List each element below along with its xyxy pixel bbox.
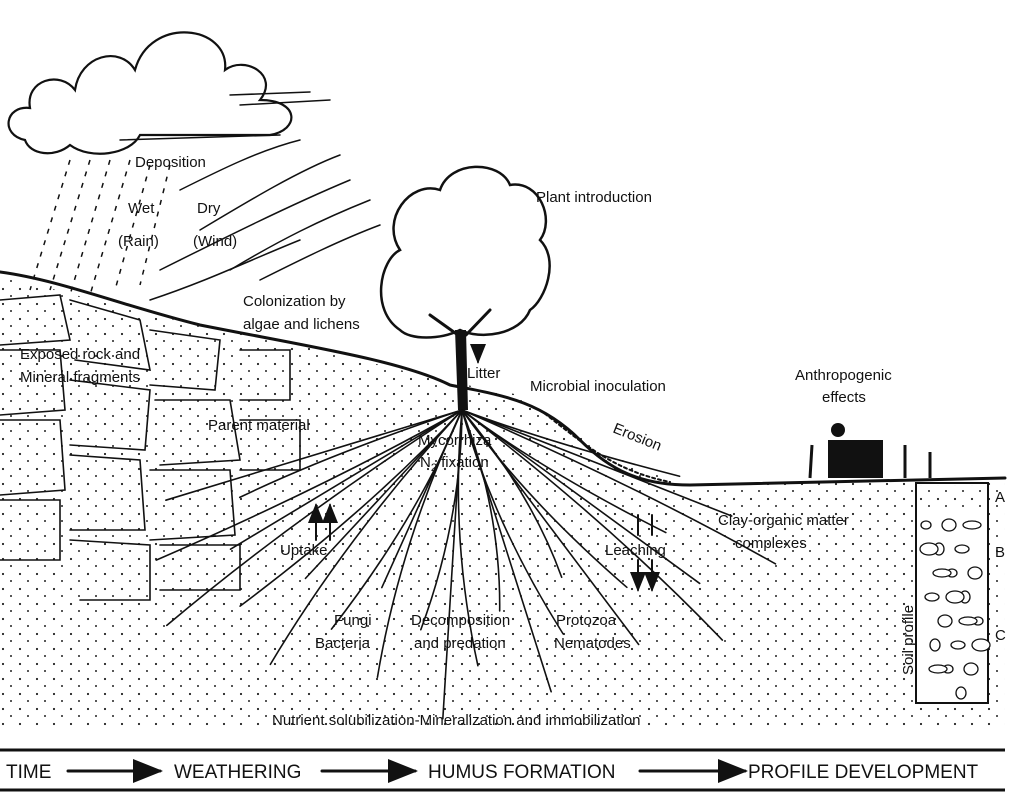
timeline-humus-formation: HUMUS FORMATION <box>428 762 616 783</box>
pebble <box>958 616 978 626</box>
label-colonization-2: algae and lichens <box>243 316 360 333</box>
label-parent-material: Parent material <box>208 417 310 434</box>
label-mycorrhiza: Mycorrhiza <box>418 432 492 449</box>
root-line <box>461 409 777 565</box>
pebble <box>920 520 932 530</box>
pebble <box>950 640 966 650</box>
label-protozoa: Protozoa <box>556 612 617 629</box>
label-nutrient: Nutrient solubilization-Mineralization a… <box>272 712 641 729</box>
pebble <box>962 520 982 530</box>
root-line <box>269 409 463 666</box>
label-wet: Wet <box>128 200 155 217</box>
label-nematodes: Nematodes <box>554 635 631 652</box>
root-line <box>461 409 552 693</box>
cloud-icon <box>7 31 293 155</box>
label-soil-profile: Soil profile <box>900 605 917 675</box>
root-line <box>461 409 563 579</box>
farmer-tractor-icon <box>808 423 932 479</box>
pebble <box>954 544 970 554</box>
root-line <box>461 409 501 612</box>
timeline-bar: TIME WEATHERING HUMUS FORMATION PROFILE … <box>0 748 1005 792</box>
label-anthropogenic-2: effects <box>822 389 866 406</box>
root-line <box>155 409 463 561</box>
label-rain: (Rain) <box>118 233 159 250</box>
rain-dashes <box>29 159 171 296</box>
label-anthropogenic-1: Anthropogenic <box>795 367 892 384</box>
pebble <box>919 542 939 556</box>
root-line <box>238 409 463 499</box>
root-line <box>461 409 701 585</box>
root-line <box>165 409 463 501</box>
root-line <box>419 409 463 631</box>
wind-lines <box>119 91 381 301</box>
rock-blocks <box>0 294 301 601</box>
root-line <box>239 409 463 607</box>
root-line <box>461 409 640 646</box>
root-line <box>165 409 463 627</box>
label-horizon-b: B <box>995 544 1005 561</box>
label-microbial-inoculation: Microbial inoculation <box>530 378 666 395</box>
leaching-arrows-icon <box>630 514 660 592</box>
uptake-arrows-icon <box>308 503 338 541</box>
label-clay-1: Clay-organic matter <box>718 512 849 529</box>
label-plant-introduction: Plant introduction <box>536 189 652 206</box>
label-fungi: Fungi <box>334 612 372 629</box>
label-wind: (Wind) <box>193 233 237 250</box>
root-line <box>330 409 463 630</box>
label-horizon-a: A <box>995 489 1005 506</box>
timeline-time: TIME <box>6 762 51 783</box>
pebble <box>932 568 952 578</box>
label-horizon-c: C <box>995 627 1006 644</box>
pebble <box>929 638 941 652</box>
root-line <box>461 409 724 641</box>
tree-icon <box>379 165 551 410</box>
soil-profile-column <box>915 482 991 704</box>
label-exposed-rock-2: Mineral fragments <box>20 369 140 386</box>
root-line <box>229 409 463 550</box>
label-decomposition-1: Decomposition <box>411 612 510 629</box>
ground-surface <box>0 270 1007 487</box>
pebble <box>928 664 948 674</box>
label-uptake: Uptake <box>280 542 328 559</box>
pebble <box>937 614 953 628</box>
pebble <box>971 638 991 652</box>
label-erosion: Erosion <box>611 420 665 455</box>
label-n2-fixation: N2 fixation <box>420 454 489 474</box>
label-bacteria: Bacteria <box>315 635 371 652</box>
label-colonization-1: Colonization by <box>243 293 346 310</box>
timeline-weathering: WEATHERING <box>174 762 301 783</box>
roots <box>155 409 777 720</box>
pebble <box>941 518 957 532</box>
label-exposed-rock-1: Exposed rock and <box>20 346 140 363</box>
label-litter: Litter <box>467 365 500 382</box>
pebble <box>945 590 965 604</box>
label-leaching: Leaching <box>605 542 666 559</box>
pebble <box>963 662 979 676</box>
root-line <box>461 409 733 517</box>
label-clay-2: complexes <box>735 535 807 552</box>
pebble <box>924 592 940 602</box>
pebble <box>967 566 983 580</box>
timeline-profile-development: PROFILE DEVELOPMENT <box>748 762 979 783</box>
label-dry: Dry <box>197 200 221 217</box>
label-deposition: Deposition <box>135 154 206 171</box>
root-line <box>442 409 463 720</box>
label-decomposition-2: and predation <box>414 635 506 652</box>
pebble <box>955 686 967 700</box>
soil-area <box>0 275 1005 730</box>
